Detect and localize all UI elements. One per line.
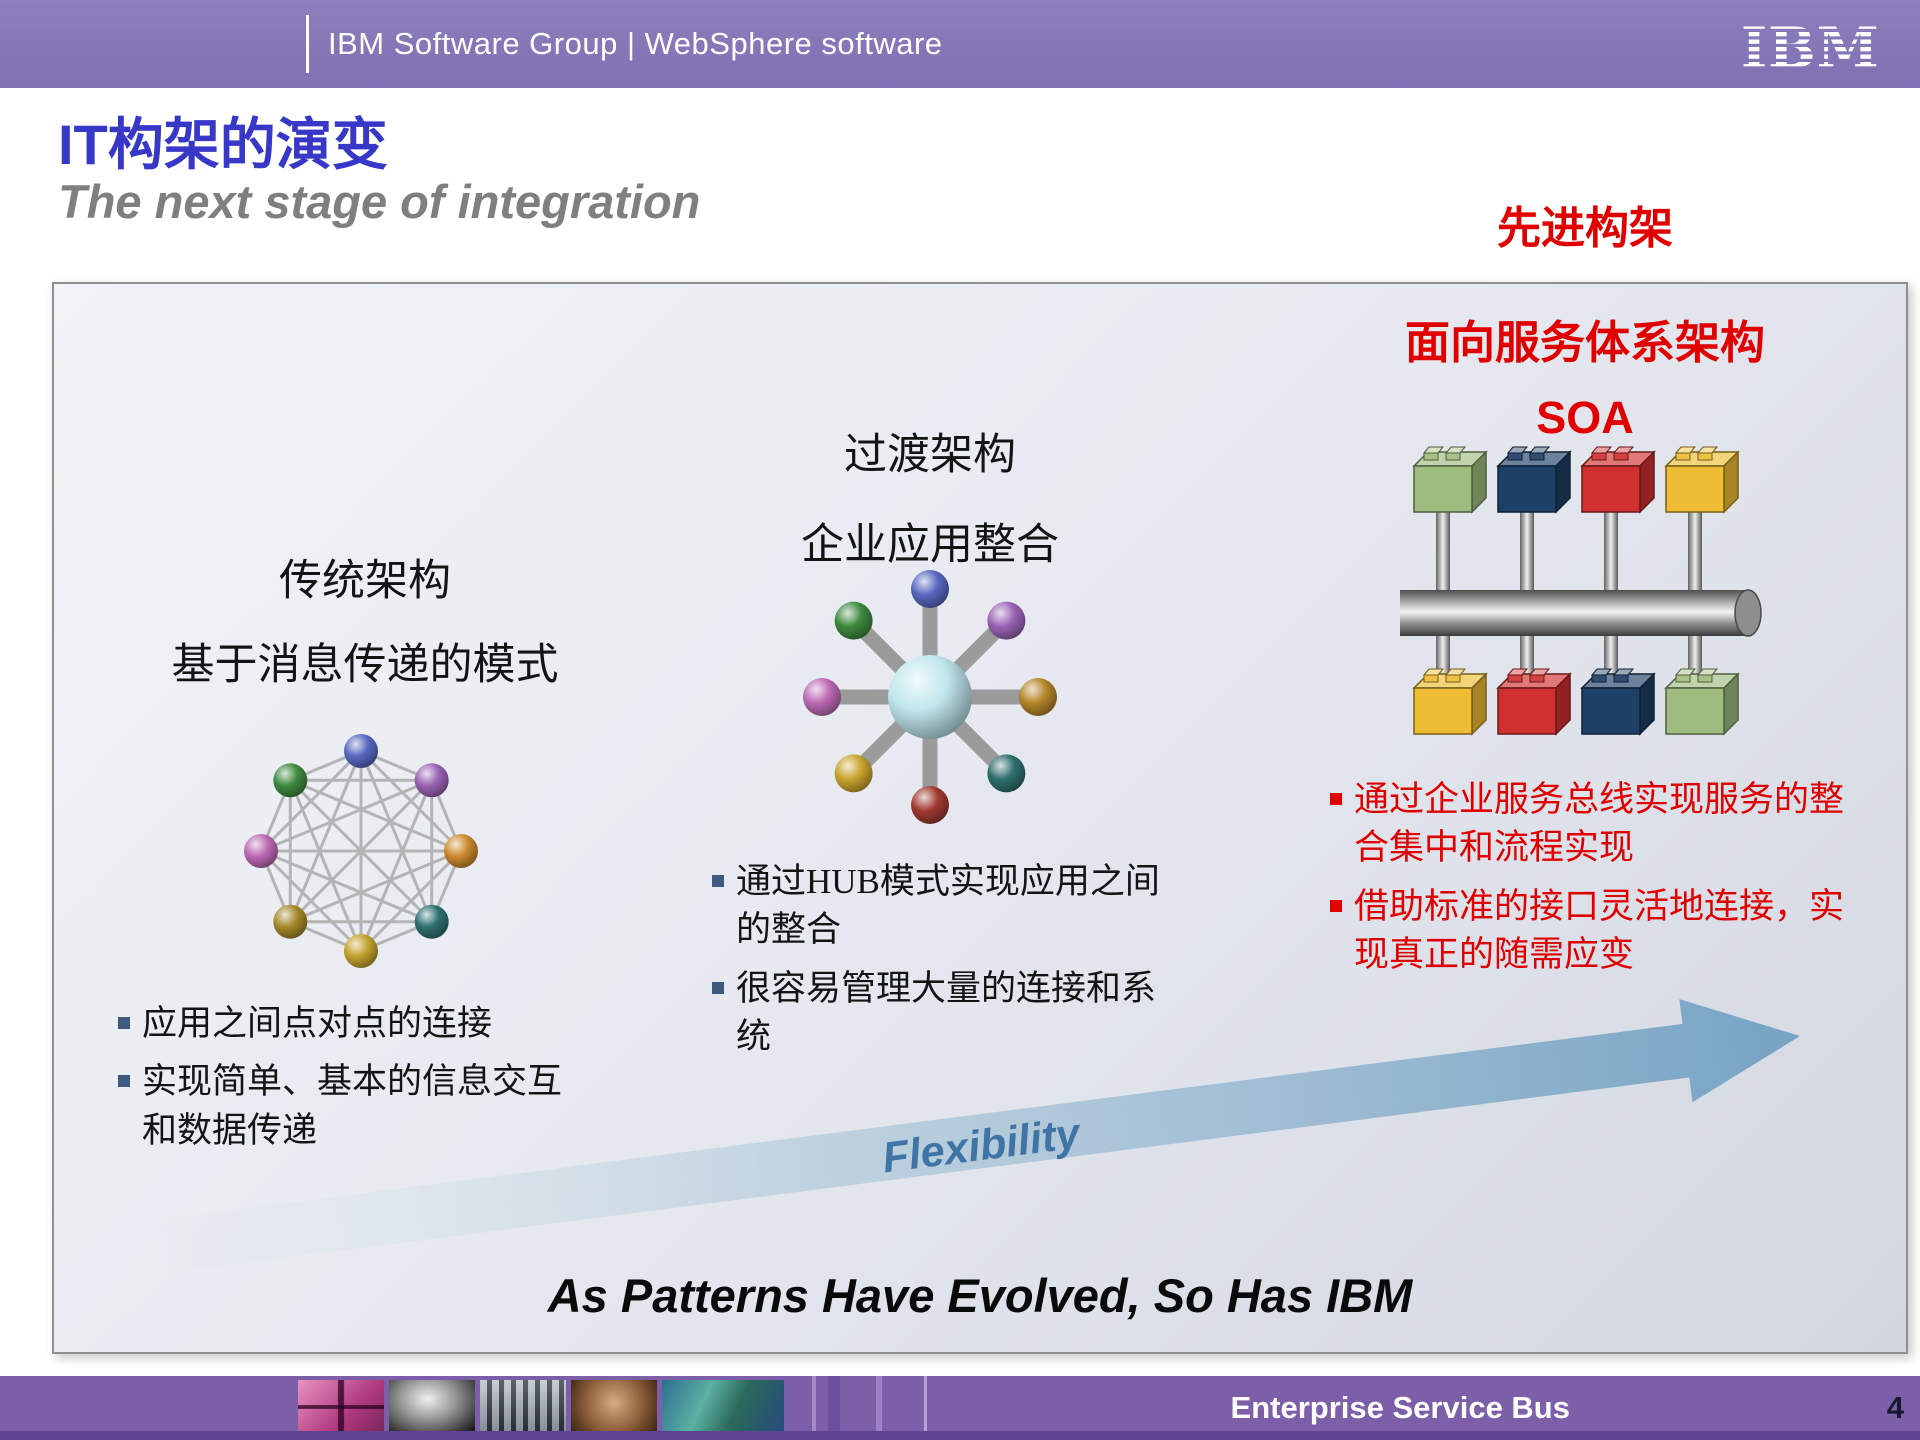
bullet-item: 实现简单、基本的信息交互和数据传递 (118, 1058, 598, 1155)
page-number: 4 (1886, 1390, 1904, 1425)
traditional-title: 传统架构 (279, 558, 451, 605)
traditional-bullets: 应用之间点对点的连接 实现简单、基本的信息交互和数据传递 (118, 1000, 598, 1165)
footer-photo-hand (389, 1380, 475, 1434)
footer-photo-map (662, 1380, 784, 1434)
bullet-item: 很容易管理大量的连接和系统 (712, 965, 1192, 1062)
page-subtitle: The next stage of integration (58, 175, 701, 228)
header-divider (306, 15, 309, 73)
soa-label: SOA (1536, 392, 1634, 443)
mesh-diagram (244, 734, 478, 968)
svg-text:IBM: IBM (1741, 17, 1880, 77)
footer-bottom-strip (0, 1431, 1920, 1440)
bullet-square-icon (1330, 793, 1342, 805)
bullet-item: 借助标准的接口灵活地连接，实现真正的随需应变 (1330, 883, 1890, 980)
traditional-subtitle: 基于消息传递的模式 (171, 642, 559, 689)
bullet-text: 通过HUB模式实现应用之间的整合 (736, 862, 1160, 950)
page-title: IT构架的演变 (58, 113, 388, 176)
bullet-text: 应用之间点对点的连接 (142, 1004, 493, 1043)
bullet-text: 通过企业服务总线实现服务的整合集中和流程实现 (1354, 780, 1845, 868)
bullet-square-icon (1330, 899, 1342, 912)
footer-stripe (828, 1376, 840, 1440)
bullet-square-icon (118, 1075, 130, 1088)
footer-bar: Enterprise Service Bus 4 (0, 1376, 1920, 1440)
ibm-logo: IBM (1741, 17, 1880, 77)
advanced-bullets: 通过企业服务总线实现服务的整合集中和流程实现 借助标准的接口灵活地连接，实现真正… (1330, 776, 1890, 989)
soa-diagram (1400, 446, 1762, 736)
footer-collage (298, 1380, 784, 1434)
bullet-text: 借助标准的接口灵活地连接，实现真正的随需应变 (1354, 886, 1845, 974)
bullet-item: 通过企业服务总线实现服务的整合集中和流程实现 (1330, 776, 1890, 873)
bullet-text: 很容易管理大量的连接和系统 (736, 968, 1157, 1056)
advanced-architecture-label: 先进构架 (1497, 204, 1673, 253)
bullet-square-icon (118, 1017, 130, 1029)
bullet-square-icon (712, 875, 724, 887)
bullet-item: 应用之间点对点的连接 (118, 1000, 598, 1048)
bullet-text: 实现简单、基本的信息交互和数据传递 (142, 1062, 563, 1150)
hub-diagram (803, 570, 1057, 824)
footer-stripe (876, 1376, 882, 1440)
footer-label: Enterprise Service Bus (1230, 1390, 1570, 1425)
footer-stripe (812, 1376, 816, 1440)
evolution-caption: As Patterns Have Evolved, So Has IBM (547, 1269, 1413, 1322)
soa-architecture-title: 面向服务体系架构 (1404, 318, 1765, 368)
footer-stripe (924, 1376, 927, 1440)
header-bar: IBM Software Group | WebSphere software … (0, 0, 1920, 88)
flexibility-arrow (161, 999, 1801, 1273)
bullet-item: 通过HUB模式实现应用之间的整合 (712, 858, 1192, 955)
bullet-square-icon (712, 981, 724, 994)
footer-photo-crosshair (298, 1380, 384, 1434)
transitional-subtitle: 企业应用整合 (801, 522, 1059, 569)
transitional-title: 过渡架构 (844, 432, 1016, 479)
header-product-label: IBM Software Group | WebSphere software (328, 26, 943, 61)
footer-photo-face (571, 1380, 657, 1434)
footer-photo-building (480, 1380, 566, 1434)
transitional-bullets: 通过HUB模式实现应用之间的整合 很容易管理大量的连接和系统 (712, 858, 1192, 1071)
